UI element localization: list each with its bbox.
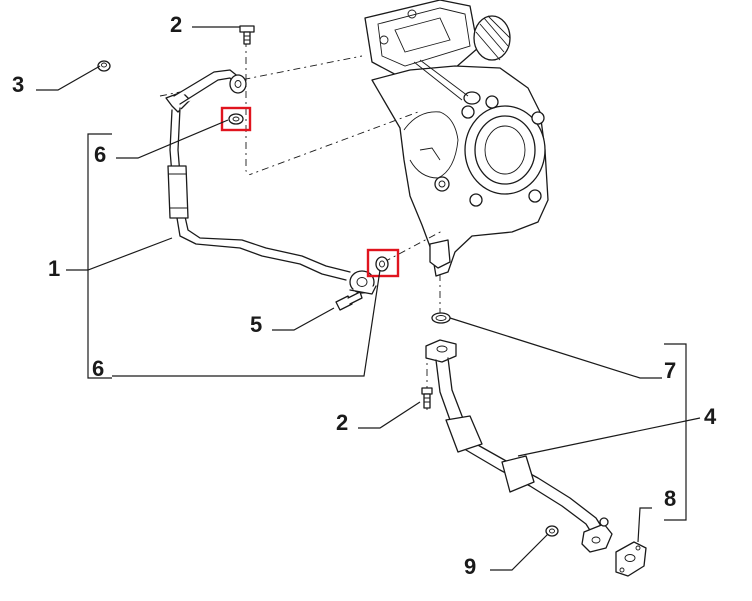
oil-return-pipe — [425, 339, 613, 553]
callout-8: 8 — [664, 486, 676, 511]
turbocharger — [364, 0, 549, 277]
bolt-top — [239, 25, 255, 45]
leader-lines — [36, 26, 701, 571]
bolt-bottom — [421, 387, 433, 409]
callout-9: 9 — [464, 554, 476, 579]
upper-seal-6 — [228, 113, 244, 125]
callout-2-top: 2 — [170, 12, 182, 37]
callout-6-bottom: 6 — [92, 356, 104, 381]
nut-9 — [545, 525, 559, 537]
callout-6-top: 6 — [94, 142, 106, 167]
callout-4: 4 — [704, 404, 717, 429]
gasket-8 — [615, 541, 647, 577]
nut — [97, 60, 111, 72]
callout-7: 7 — [664, 358, 676, 383]
o-ring-7 — [431, 312, 451, 324]
callout-1: 1 — [48, 256, 60, 281]
highlight-box-lower-seal — [366, 248, 400, 278]
bolt-5 — [335, 291, 363, 311]
callout-2-bottom: 2 — [336, 410, 348, 435]
lower-seal-6 — [375, 256, 389, 272]
callout-5: 5 — [250, 312, 262, 337]
highlight-box-upper-seal — [220, 106, 252, 132]
oil-supply-pipe — [165, 69, 377, 295]
callout-3: 3 — [12, 72, 24, 97]
callout-labels: 2 3 6 1 5 6 7 4 2 8 9 — [12, 12, 717, 579]
